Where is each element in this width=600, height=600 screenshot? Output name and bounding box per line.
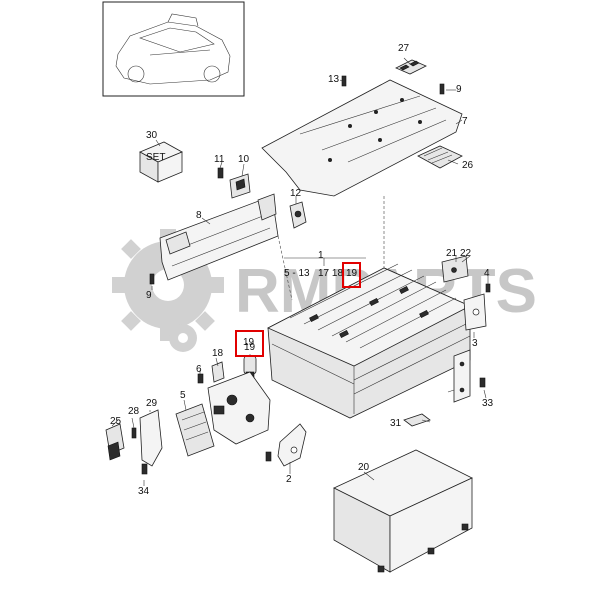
callout-group-5-13: 5 - 13 [284,268,310,279]
callout-4: 4 [484,268,490,279]
bolt-34 [141,463,148,475]
bolt-9-top [439,83,445,95]
bracket-3 [463,293,487,331]
assembly-line-bracket [277,235,293,301]
callout-labels: 27 13 9 7 30 11 10 26 12 8 1 5 - 13 17 1… [110,43,494,497]
callout-20: 20 [358,462,370,473]
callout-group-19: 19 [346,268,358,279]
top-cover-plate [261,79,463,197]
callout-2: 2 [286,474,292,485]
callout-34: 34 [138,486,150,497]
callout-7: 7 [462,116,468,127]
bolt-near-2 [265,451,272,462]
callout-3: 3 [472,338,478,349]
bolt-11 [217,167,224,179]
shim-31 [403,413,431,427]
callout-25: 25 [110,416,122,427]
callout-29: 29 [146,398,158,409]
highlight-box-part-19 [235,330,264,357]
bolt-9-left [149,273,155,285]
callout-5: 5 [180,390,186,401]
highlight-box-callout-19 [342,262,361,288]
callout-10: 10 [238,154,250,165]
callout-27: 27 [398,43,410,54]
bracket-2 [277,423,307,467]
callout-8: 8 [196,210,202,221]
vehicle-outline [115,13,231,85]
clip-28 [131,427,137,439]
callout-30: 30 [146,130,158,141]
label-plate-27 [395,59,427,75]
callout-31: 31 [390,418,402,429]
callout-21: 21 [446,248,458,259]
junction-box-18 [207,361,271,445]
callout-26: 26 [462,160,474,171]
vehicle-thumbnail [102,1,245,97]
callout-1: 1 [318,250,324,261]
bolt-4 [485,283,491,293]
bolt-6 [197,373,204,384]
label-plate-26 [417,145,463,169]
packaging-box-20 [333,449,473,573]
bracket-21-22 [441,255,469,283]
set-box-30: SET [139,141,183,183]
leader-lines [111,57,489,486]
set-box-text: SET [146,152,165,163]
side-plate-33 [453,349,471,403]
callout-11: 11 [214,154,225,165]
cover-29 [139,409,163,467]
callout-6: 6 [196,364,202,375]
connector-10 [229,173,251,199]
callout-13: 13 [328,74,340,85]
callout-12: 12 [290,188,302,199]
battery-module-assembly [267,263,471,419]
callout-9-top: 9 [456,84,462,95]
callout-9-left: 9 [146,290,152,301]
callout-19: 19 [244,342,256,353]
bolt-33 [479,377,486,388]
wiring-harness-bracket-8 [159,193,279,281]
callout-33: 33 [482,398,494,409]
control-unit-5 [175,403,215,457]
connector-25 [105,423,125,461]
sensor-12 [289,201,307,229]
callout-18: 18 [212,348,224,359]
callout-22: 22 [460,248,472,259]
highlight-label-19: 19 [243,337,255,348]
callout-28: 28 [128,406,140,417]
callout-group-17-18: 17 18 [318,268,343,279]
